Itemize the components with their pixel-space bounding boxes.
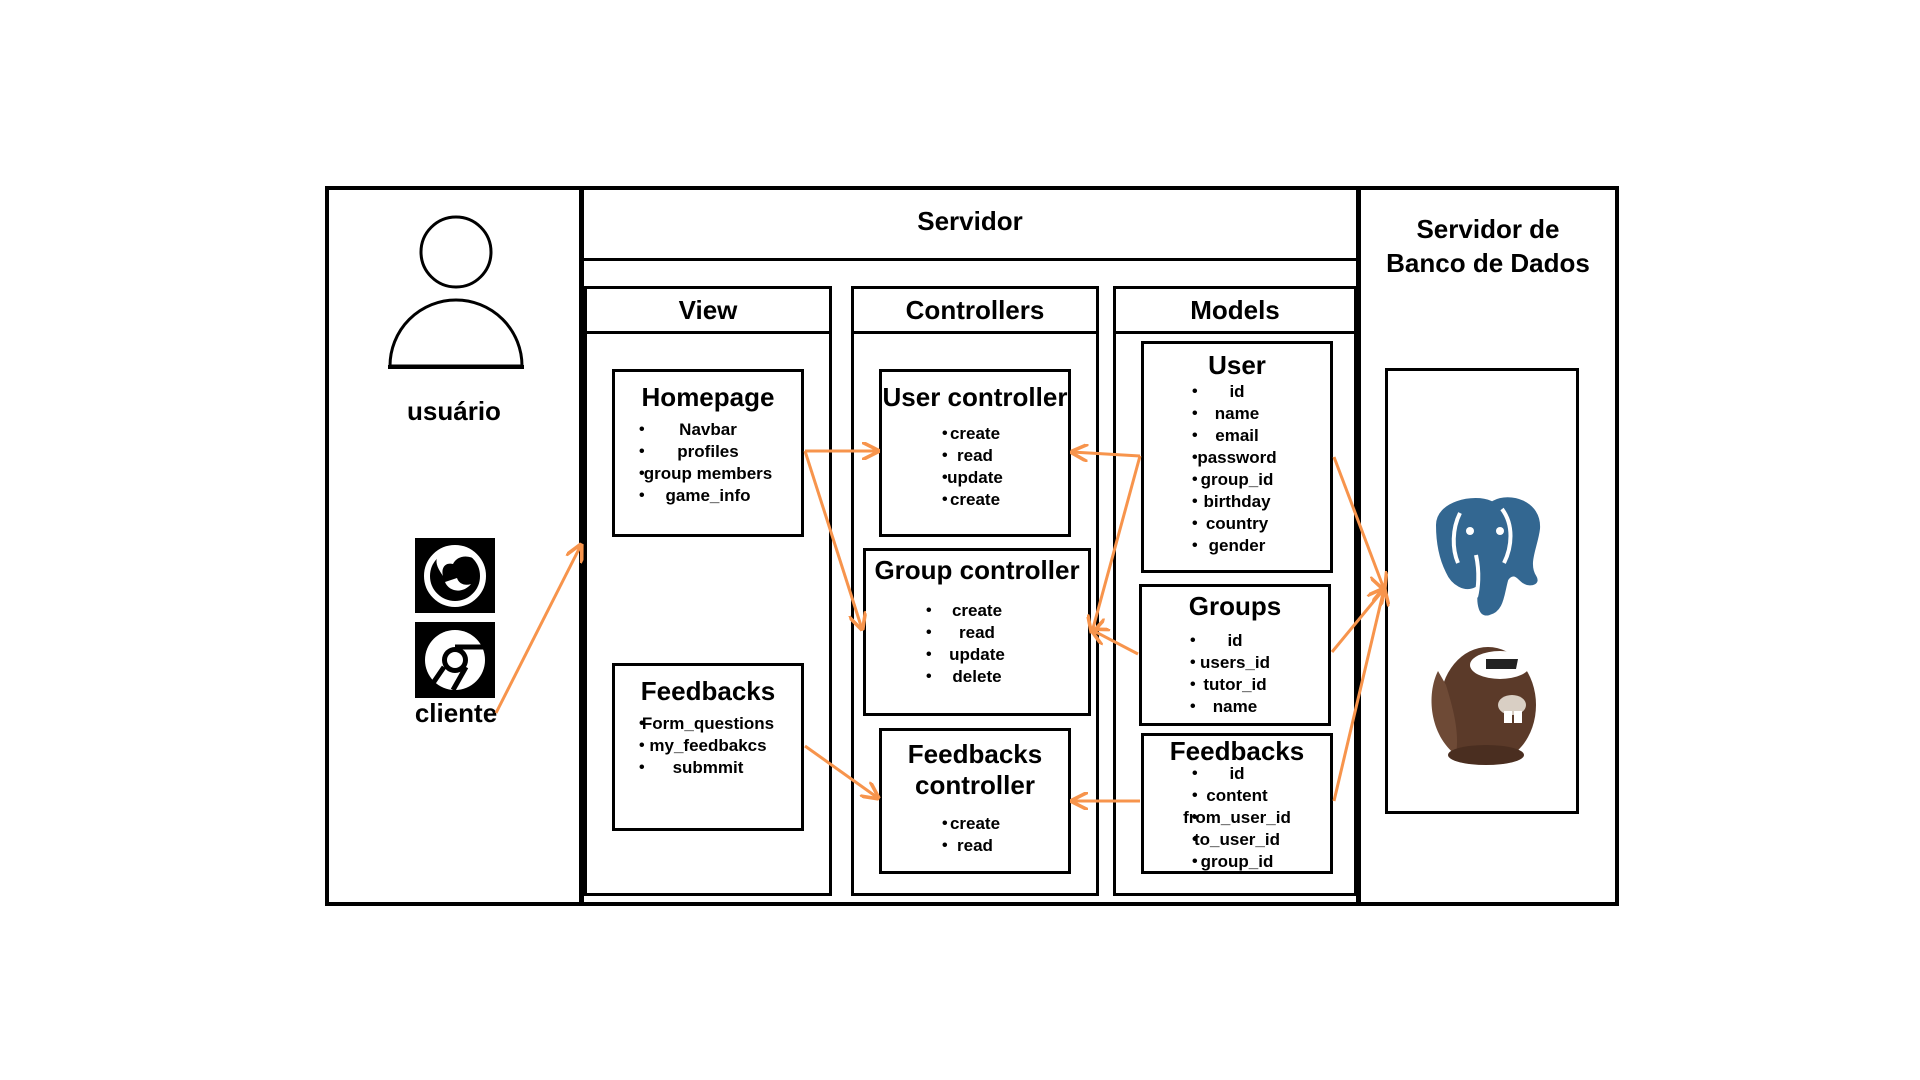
list-item: name xyxy=(1144,403,1330,425)
list-item: create xyxy=(866,600,1088,622)
list-item: content xyxy=(1144,785,1330,807)
user-label: usuário xyxy=(407,396,501,426)
feedbacks-model-title: Feedbacks xyxy=(1169,736,1305,766)
list-item: profiles xyxy=(615,441,801,463)
database-title-1: Servidor de xyxy=(1416,214,1560,244)
feedbacks-view-card: Feedbacks Form_questionsmy_feedbakcssubm… xyxy=(612,663,804,831)
feedbacks-model-card: Feedbacks idcontentfrom_user_idto_user_i… xyxy=(1141,733,1333,874)
firefox-icon xyxy=(415,538,495,613)
view-title: View xyxy=(678,295,738,325)
homepage-title: Homepage xyxy=(641,382,775,412)
group-controller-list: createreadupdatedelete xyxy=(866,600,1088,688)
homepage-list: Navbarprofilesgroup membersgame_info xyxy=(615,419,801,507)
models-title: Models xyxy=(1190,295,1280,325)
user-model-list: idnameemailpasswordgroup_idbirthdaycount… xyxy=(1144,381,1330,557)
list-item: country xyxy=(1144,513,1330,535)
list-item: id xyxy=(1144,763,1330,785)
groups-model-card: Groups idusers_idtutor_idname xyxy=(1139,584,1331,726)
group-controller-title: Group controller xyxy=(874,555,1080,585)
list-item: tutor_id xyxy=(1142,674,1328,696)
list-item: update xyxy=(866,644,1088,666)
homepage-card: Homepage Navbarprofilesgroup membersgame… xyxy=(612,369,804,537)
feedbacks-view-list: Form_questionsmy_feedbakcssubmmit xyxy=(615,713,801,779)
list-item: users_id xyxy=(1142,652,1328,674)
chrome-icon xyxy=(415,622,495,698)
list-item: to_user_id xyxy=(1144,829,1330,851)
list-item: email xyxy=(1144,425,1330,447)
list-item: delete xyxy=(866,666,1088,688)
database-panel: Servidor de Banco de Dados xyxy=(1357,186,1619,906)
groups-model-list: idusers_idtutor_idname xyxy=(1142,630,1328,718)
server-title-divider xyxy=(584,258,1356,261)
list-item: game_info xyxy=(615,485,801,507)
list-item: Form_questions xyxy=(615,713,801,735)
controllers-title: Controllers xyxy=(905,295,1045,325)
user-controller-card: User controller createreadupdatecreate xyxy=(879,369,1071,537)
dbeaver-beaver-icon xyxy=(1431,647,1536,765)
list-item: read xyxy=(866,622,1088,644)
server-title: Servidor xyxy=(917,206,1023,236)
feedbacks-controller-card: Feedbacks controller createread xyxy=(879,728,1071,874)
feedbacks-controller-title-1: Feedbacks xyxy=(907,739,1043,769)
list-item: update xyxy=(882,467,1068,489)
list-item: Navbar xyxy=(615,419,801,441)
list-item: create xyxy=(882,423,1068,445)
feedbacks-controller-list: createread xyxy=(882,813,1068,857)
list-item: name xyxy=(1142,696,1328,718)
list-item: group_id xyxy=(1144,469,1330,491)
list-item: gender xyxy=(1144,535,1330,557)
list-item: my_feedbakcs xyxy=(615,735,801,757)
client-panel: usuário cliente xyxy=(325,186,583,906)
feedbacks-controller-title-2: controller xyxy=(915,770,1035,800)
list-item: submmit xyxy=(615,757,801,779)
database-box xyxy=(1385,368,1579,814)
list-item: from_user_id xyxy=(1144,807,1330,829)
list-item: id xyxy=(1144,381,1330,403)
feedbacks-model-list: idcontentfrom_user_idto_user_idgroup_id xyxy=(1144,763,1330,873)
user-icon xyxy=(388,215,524,369)
list-item: birthday xyxy=(1144,491,1330,513)
list-item: password xyxy=(1144,447,1330,469)
list-item: create xyxy=(882,489,1068,511)
group-controller-card: Group controller createreadupdatedelete xyxy=(863,548,1091,716)
feedbacks-view-title: Feedbacks xyxy=(640,676,776,706)
user-model-title: User xyxy=(1208,350,1266,380)
database-title-2: Banco de Dados xyxy=(1386,248,1590,278)
list-item: create xyxy=(882,813,1068,835)
groups-model-title: Groups xyxy=(1188,591,1282,621)
user-controller-list: createreadupdatecreate xyxy=(882,423,1068,511)
user-model-card: User idnameemailpasswordgroup_idbirthday… xyxy=(1141,341,1333,573)
client-label: cliente xyxy=(414,698,498,728)
user-controller-title: User controller xyxy=(882,382,1068,412)
list-item: group_id xyxy=(1144,851,1330,873)
list-item: read xyxy=(882,835,1068,857)
postgresql-elephant-icon xyxy=(1431,493,1545,620)
list-item: group members xyxy=(615,463,801,485)
list-item: id xyxy=(1142,630,1328,652)
list-item: read xyxy=(882,445,1068,467)
